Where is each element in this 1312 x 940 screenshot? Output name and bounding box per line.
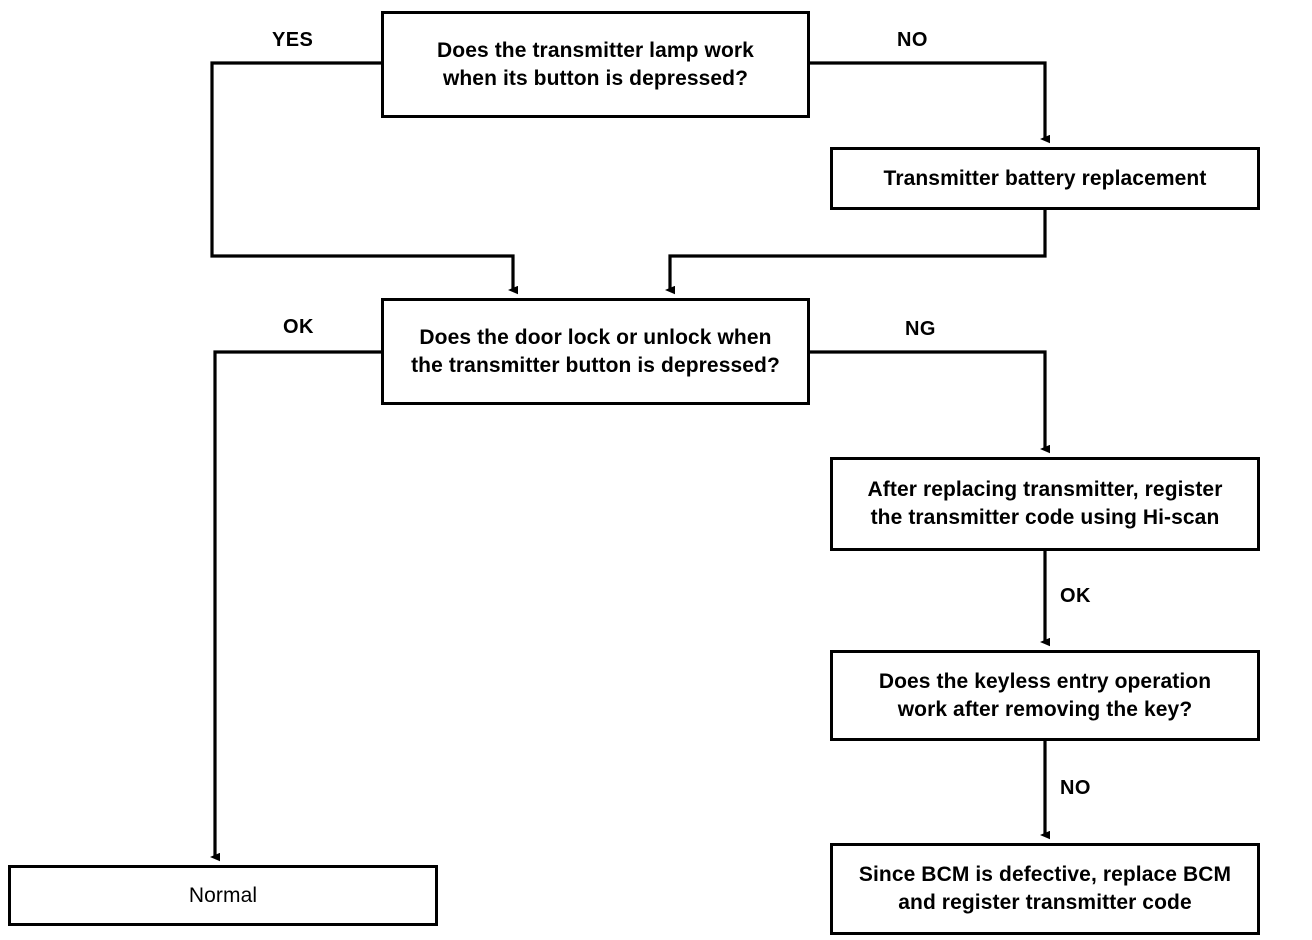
edge-ng-lock bbox=[810, 350, 1050, 454]
node-question-door-lock-unlock[interactable]: Does the door lock or unlock when the tr… bbox=[381, 298, 810, 405]
node-question-transmitter-lamp[interactable]: Does the transmitter lamp work when its … bbox=[381, 11, 810, 118]
edge-label-no-keyless-entry: NO bbox=[1060, 777, 1091, 799]
edge-label-ok-door-lock: OK bbox=[283, 316, 314, 338]
edge-label-yes-transmitter-lamp: YES bbox=[272, 29, 314, 51]
edge-label-ng-door-lock: NG bbox=[905, 318, 936, 340]
node-action-transmitter-battery-replacement[interactable]: Transmitter battery replacement bbox=[830, 147, 1260, 210]
node-question-keyless-entry-operation[interactable]: Does the keyless entry operation work af… bbox=[830, 650, 1260, 741]
node-label: Does the transmitter lamp work when its … bbox=[437, 38, 754, 90]
edge-battery-to-lock bbox=[665, 210, 1047, 295]
node-label: Transmitter battery replacement bbox=[883, 166, 1207, 190]
node-label: Normal bbox=[188, 883, 258, 907]
edge-yes-lamp bbox=[210, 61, 518, 295]
edge-ok-lock bbox=[210, 350, 381, 862]
node-label: After replacing transmitter, register th… bbox=[867, 478, 1223, 529]
node-label: Does the keyless entry operation work af… bbox=[878, 669, 1212, 721]
node-action-replace-bcm[interactable]: Since BCM is defective, replace BCM and … bbox=[830, 843, 1260, 935]
node-label: Since BCM is defective, replace BCM and … bbox=[858, 863, 1232, 914]
node-label: Does the door lock or unlock when the tr… bbox=[411, 325, 780, 377]
node-result-normal[interactable]: Normal bbox=[8, 865, 438, 926]
node-action-register-transmitter-code[interactable]: After replacing transmitter, register th… bbox=[830, 457, 1260, 551]
edge-no-lamp bbox=[810, 61, 1050, 144]
edge-label-ok-register-code: OK bbox=[1060, 585, 1091, 607]
edge-label-no-transmitter-lamp: NO bbox=[897, 29, 928, 51]
